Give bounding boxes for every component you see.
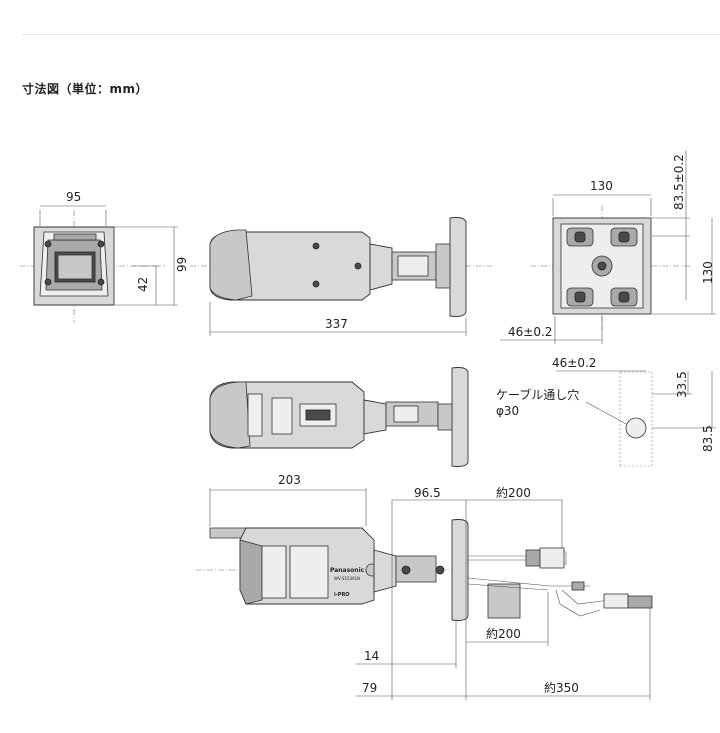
mount-back-view: 130 83.5±0.2 130 46±0.2 — [500, 150, 716, 344]
dim-length: 337 — [325, 317, 348, 331]
dim-mount-depth: 83.5±0.2 — [672, 154, 686, 210]
dim-height: 99 — [175, 257, 189, 272]
side-view-bottom: Panasonic WV-S1536LN i-PRO 203 96.5 約200 — [196, 473, 653, 700]
dim-cable-total: 約350 — [544, 680, 579, 695]
dim-offset-79: 79 — [362, 681, 377, 695]
cable-hole-diameter: φ30 — [496, 404, 519, 418]
front-view: 95 42 99 — [20, 190, 189, 322]
dim-mount-height: 130 — [701, 261, 715, 284]
dim-hole-offset-a: 33.5 — [675, 371, 689, 398]
dim-mount-width: 130 — [590, 179, 613, 193]
dim-hole-offset-b: 83.5 — [701, 425, 715, 452]
brand-badge: i-PRO — [334, 592, 350, 598]
page-heading: 寸法図（単位：mm） — [22, 82, 149, 96]
dim-offset-14: 14 — [364, 649, 379, 663]
dim-bracket-length: 96.5 — [414, 486, 441, 500]
brand-model: WV-S1536LN — [334, 576, 360, 581]
side-view-top: 337 — [190, 217, 492, 336]
dim-cable-upper: 約200 — [496, 485, 531, 500]
brand-maker: Panasonic — [330, 567, 365, 574]
dim-cable-lower: 約200 — [486, 626, 521, 641]
top-divider — [22, 34, 720, 35]
dim-front-width: 95 — [66, 190, 81, 204]
cable-hole-label: ケーブル通し穴 — [496, 387, 579, 402]
dim-hole-spacing-top: 46±0.2 — [552, 356, 596, 370]
dim-mount-hole-spacing: 46±0.2 — [508, 325, 552, 339]
side-view-middle — [209, 367, 469, 467]
dim-side-length: 203 — [278, 473, 301, 487]
dim-front-lens-height: 42 — [136, 277, 150, 292]
cable-hole-detail: 46±0.2 33.5 83.5 ケーブル通し穴 φ30 — [496, 356, 716, 467]
